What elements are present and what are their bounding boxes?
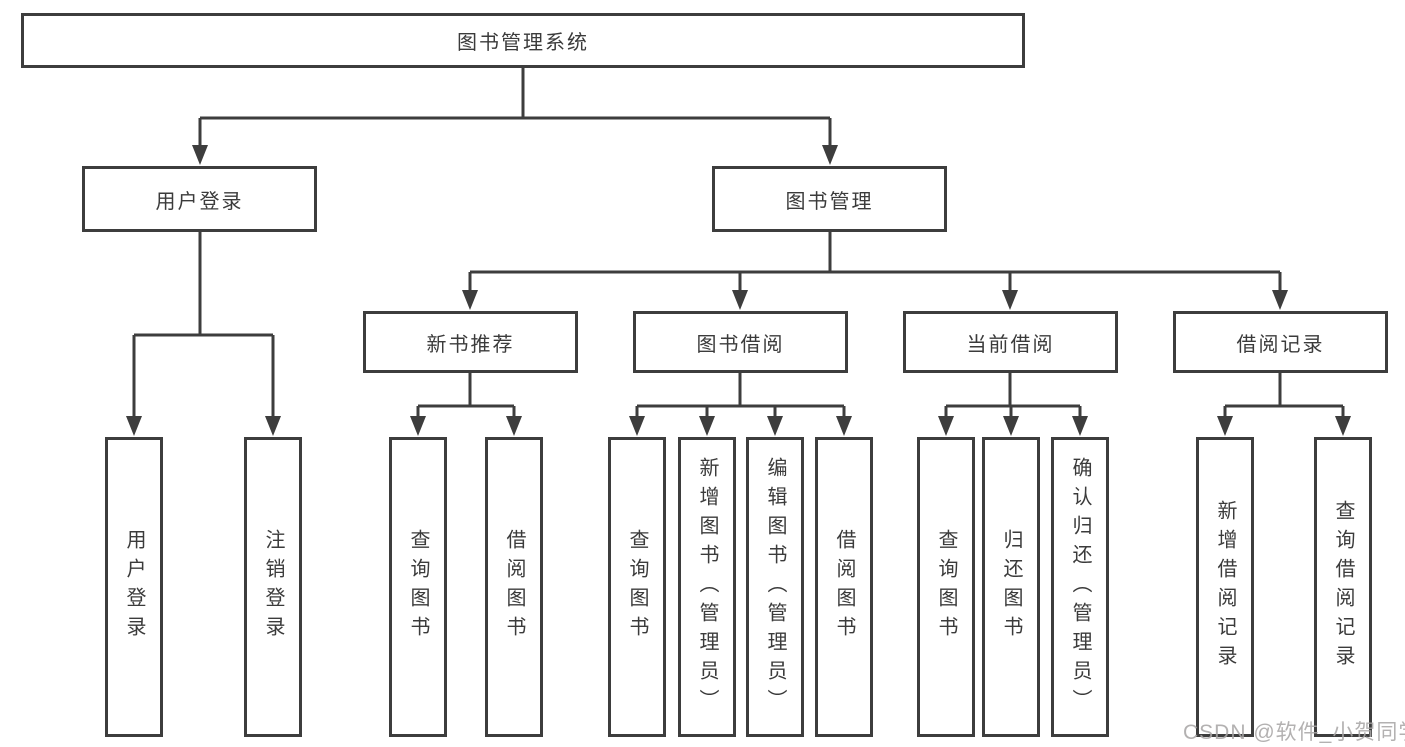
arrow-icon: [462, 290, 478, 310]
arrow-icon: [822, 145, 838, 165]
leaf-label: 用户登录: [123, 529, 145, 645]
arrow-icon: [1072, 416, 1088, 436]
leaf-record-add-record: 新增借阅记录: [1196, 437, 1254, 737]
connector-current-to-leaves: [944, 373, 1082, 418]
arrow-icon: [1335, 416, 1351, 436]
arrow-icon: [1217, 416, 1233, 436]
node-borrow-record: 借阅记录: [1173, 311, 1388, 373]
node-user-login: 用户登录: [82, 166, 317, 232]
leaf-label: 查询图书: [407, 529, 429, 645]
arrowheads: [126, 145, 1351, 436]
arrow-icon: [629, 416, 645, 436]
node-new-book-recommend-label: 新书推荐: [426, 333, 515, 356]
leaf-newbook-borrow-book: 借阅图书: [485, 437, 543, 737]
arrow-icon: [732, 290, 748, 310]
leaf-logout: 注销登录: [244, 437, 302, 737]
leaf-label: 借阅图书: [503, 529, 525, 645]
connector-record-to-leaves: [1223, 373, 1345, 418]
node-book-borrow: 图书借阅: [633, 311, 848, 373]
node-book-management-label: 图书管理: [785, 190, 874, 213]
connector-newbook-to-leaves: [416, 373, 516, 418]
arrow-icon: [938, 416, 954, 436]
leaf-label: 查询图书: [935, 529, 957, 645]
leaf-label: 编辑图书（管理员）: [764, 456, 786, 718]
node-current-borrow-label: 当前借阅: [966, 333, 1055, 356]
connector-mgmt-to-level3: [468, 232, 1282, 292]
leaf-current-confirm-return-admin: 确认归还（管理员）: [1051, 437, 1109, 737]
node-book-borrow-label: 图书借阅: [696, 333, 785, 356]
node-current-borrow: 当前借阅: [903, 311, 1118, 373]
leaf-label: 借阅图书: [833, 529, 855, 645]
leaf-user-login: 用户登录: [105, 437, 163, 737]
leaf-borrow-add-book-admin: 新增图书（管理员）: [678, 437, 736, 737]
connector-root-to-level2: [198, 68, 832, 147]
node-book-management: 图书管理: [712, 166, 947, 232]
csdn-watermark: CSDN @软件_小贺同学: [1183, 721, 1405, 744]
leaf-label: 查询借阅记录: [1332, 500, 1354, 674]
arrow-icon: [192, 145, 208, 165]
leaf-borrow-edit-book-admin: 编辑图书（管理员）: [746, 437, 804, 737]
node-root-label: 图书管理系统: [457, 32, 589, 54]
leaf-label: 确认归还（管理员）: [1069, 456, 1091, 718]
leaf-current-query-book: 查询图书: [917, 437, 975, 737]
arrow-icon: [836, 416, 852, 436]
arrow-icon: [265, 416, 281, 436]
connector-borrow-to-leaves: [635, 373, 846, 418]
arrow-icon: [767, 416, 783, 436]
leaf-label: 新增图书（管理员）: [696, 456, 718, 718]
arrow-icon: [506, 416, 522, 436]
leaf-label: 查询图书: [626, 529, 648, 645]
arrow-icon: [410, 416, 426, 436]
node-user-login-label: 用户登录: [155, 190, 244, 213]
leaf-borrow-borrow-book: 借阅图书: [815, 437, 873, 737]
node-root: 图书管理系统: [21, 13, 1025, 68]
arrow-icon: [1002, 290, 1018, 310]
connector-login-to-leaves: [132, 232, 275, 418]
arrow-icon: [1272, 290, 1288, 310]
node-new-book-recommend: 新书推荐: [363, 311, 578, 373]
leaf-borrow-query-book: 查询图书: [608, 437, 666, 737]
leaf-current-return-book: 归还图书: [982, 437, 1040, 737]
arrow-icon: [699, 416, 715, 436]
arrow-icon: [1003, 416, 1019, 436]
leaf-newbook-query-book: 查询图书: [389, 437, 447, 737]
leaf-record-query-record: 查询借阅记录: [1314, 437, 1372, 737]
leaf-label: 注销登录: [262, 529, 284, 645]
node-borrow-record-label: 借阅记录: [1236, 333, 1325, 356]
arrow-icon: [126, 416, 142, 436]
leaf-label: 归还图书: [1000, 529, 1022, 645]
leaf-label: 新增借阅记录: [1214, 500, 1236, 674]
